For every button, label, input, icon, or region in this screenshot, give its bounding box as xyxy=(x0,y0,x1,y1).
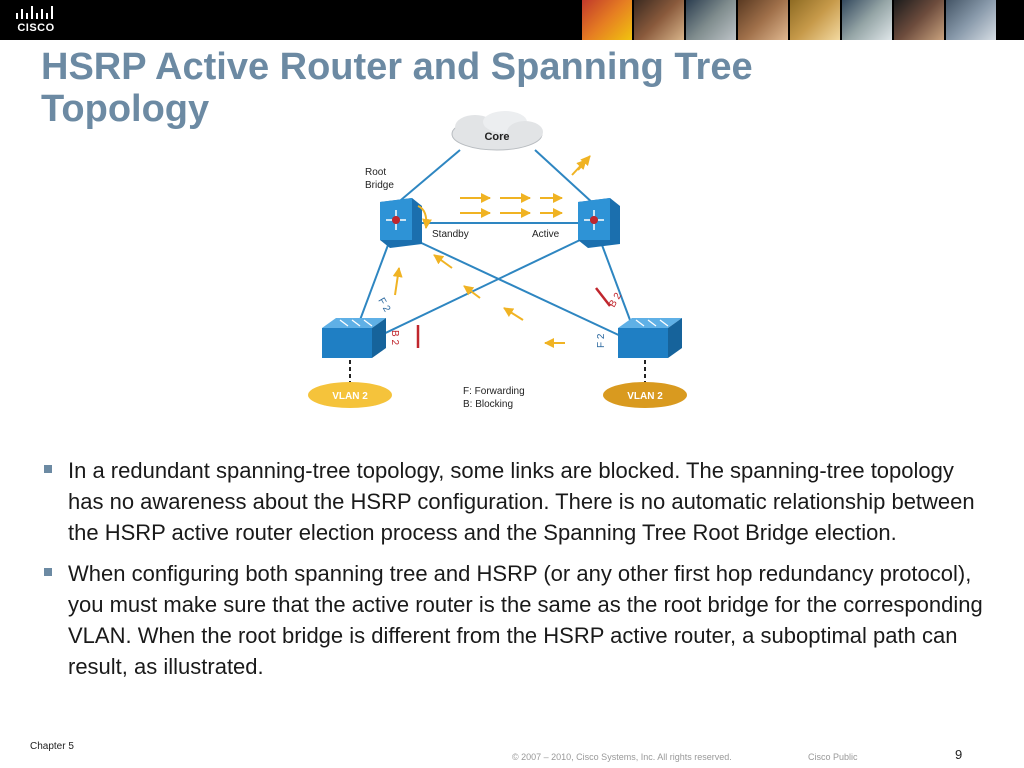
right-b2-label: B 2 xyxy=(607,291,624,310)
slide-title-line2: Topology xyxy=(41,88,210,130)
bullet-list: In a redundant spanning-tree topology, s… xyxy=(42,455,992,692)
link-right-router-core xyxy=(534,149,596,206)
header-photo xyxy=(582,0,632,40)
vlan-left: VLAN 2 xyxy=(308,382,392,408)
bullet-item: When configuring both spanning tree and … xyxy=(42,558,992,682)
header-photo-strip xyxy=(580,0,996,40)
top-banner: CISCO xyxy=(0,0,1024,40)
left-b2-label: B 2 xyxy=(389,330,400,345)
header-photo xyxy=(894,0,944,40)
left-distribution-router xyxy=(380,198,422,248)
left-access-switch xyxy=(322,318,386,358)
cisco-bars-icon xyxy=(16,6,53,19)
page-number: 9 xyxy=(955,747,963,762)
hsrp-topology-diagram: Core xyxy=(308,111,687,410)
footer-chapter: Chapter 5 xyxy=(30,741,74,752)
vlan-left-label: VLAN 2 xyxy=(332,391,368,402)
slide-title-line1: HSRP Active Router and Spanning Tree xyxy=(41,46,753,88)
slide-title: HSRP Active Router and Spanning Tree Top… xyxy=(41,46,861,130)
bullet-square-icon xyxy=(44,568,52,576)
root-bridge-label-line2: Bridge xyxy=(365,180,394,191)
bullet-text: In a redundant spanning-tree topology, s… xyxy=(68,458,975,545)
right-distribution-router xyxy=(578,198,620,248)
flow-arrow xyxy=(392,267,403,296)
link-left-router-core xyxy=(394,149,461,206)
topology-links xyxy=(359,149,631,339)
root-bridge-label-line1: Root xyxy=(365,167,386,178)
header-photo xyxy=(738,0,788,40)
active-label: Active xyxy=(532,229,560,240)
flow-arrow xyxy=(503,307,524,321)
right-access-switch xyxy=(618,318,682,358)
bullet-square-icon xyxy=(44,465,52,473)
footer-classification: Cisco Public xyxy=(808,752,858,762)
vlan-drops xyxy=(349,360,646,385)
vlan-right: VLAN 2 xyxy=(603,382,687,408)
traffic-flow-arrows xyxy=(392,155,591,348)
footer-copyright: © 2007 – 2010, Cisco Systems, Inc. All r… xyxy=(512,752,732,762)
flow-arrow xyxy=(433,254,453,269)
link-left-router-right-switch xyxy=(414,239,626,339)
link-left-router-left-switch xyxy=(359,244,389,321)
header-photo xyxy=(946,0,996,40)
standby-label: Standby xyxy=(432,229,469,240)
vlan-right-label: VLAN 2 xyxy=(627,391,663,402)
cisco-logo-text: CISCO xyxy=(17,22,55,34)
bullet-text: When configuring both spanning tree and … xyxy=(68,561,983,679)
blocking-marks xyxy=(416,287,611,348)
router-core-icon xyxy=(392,216,400,224)
core-label: Core xyxy=(484,131,509,143)
header-photo xyxy=(634,0,684,40)
bullet-item: In a redundant spanning-tree topology, s… xyxy=(42,455,992,548)
flow-arrow xyxy=(417,205,432,229)
legend-forwarding: F: Forwarding xyxy=(463,386,525,397)
flow-arrow xyxy=(463,285,481,299)
legend-blocking: B: Blocking xyxy=(463,399,513,410)
right-blocking-mark xyxy=(595,287,611,307)
header-photo xyxy=(842,0,892,40)
flow-arrow xyxy=(577,155,591,171)
left-f2-label: F 2 xyxy=(375,296,392,314)
header-photo xyxy=(790,0,840,40)
header-photo xyxy=(686,0,736,40)
router-core-icon xyxy=(590,216,598,224)
right-f2-label: F 2 xyxy=(596,333,607,348)
link-right-router-right-switch xyxy=(601,244,631,321)
link-right-router-left-switch xyxy=(374,239,581,339)
core-cloud: Core xyxy=(451,111,543,151)
cisco-logo: CISCO xyxy=(10,4,62,36)
